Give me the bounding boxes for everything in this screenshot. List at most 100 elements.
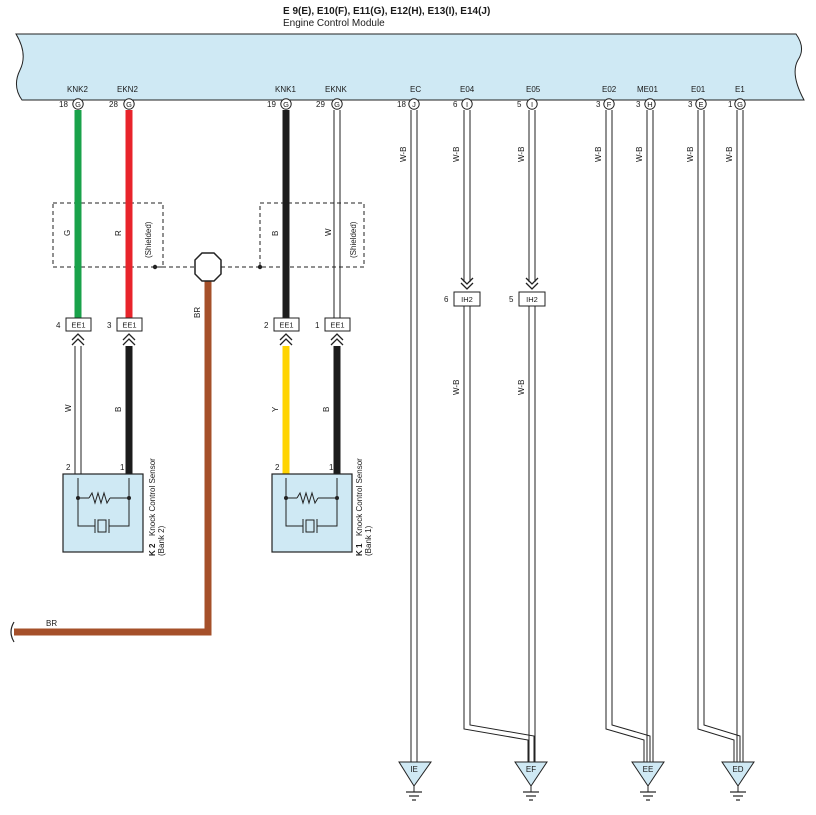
svg-text:J: J [412, 100, 416, 109]
svg-text:W-B: W-B [452, 147, 461, 162]
svg-text:1: 1 [315, 321, 320, 330]
terminal-ec: J [408, 98, 420, 110]
wl-k2-pin1: B [114, 407, 123, 412]
signal-ec: EC [410, 85, 421, 94]
svg-text:G: G [75, 100, 81, 109]
signal-me01: ME01 [637, 85, 658, 94]
svg-text:E: E [698, 100, 703, 109]
ground-wire-labels: W-B W-B W-B W-B W-B W-B W-B W-B W-B [399, 147, 734, 395]
svg-text:IE: IE [410, 765, 418, 774]
signal-e02: E02 [602, 85, 617, 94]
terminal-knk1: G [280, 98, 292, 110]
shield-drain-octagon [194, 252, 222, 282]
connector-ee1-ekn2: EE1 3 [107, 317, 143, 332]
wire-me01 [646, 110, 654, 762]
svg-text:EE1: EE1 [122, 321, 136, 330]
ecm-subtitle: Engine Control Module [283, 18, 385, 29]
wire-e05 [528, 110, 536, 762]
sensor-k2: 2 1 K 2 Knock Control Sensor (Bank 2) [62, 458, 166, 556]
svg-text:G: G [737, 100, 743, 109]
wire-e01 [697, 110, 741, 762]
wire-k2-pin2-white [74, 346, 82, 478]
sensor-k1-bank: (Bank 1) [364, 525, 373, 556]
signal-knk1: KNK1 [275, 85, 296, 94]
pin-knk2: 18 [59, 100, 68, 109]
svg-text:4: 4 [56, 321, 61, 330]
svg-text:W-B: W-B [635, 147, 644, 162]
terminal-e04: I [461, 98, 473, 110]
ee1-chevrons [71, 333, 344, 346]
svg-text:ED: ED [732, 765, 743, 774]
pin-eknk: 29 [316, 100, 325, 109]
wire-shield-br [14, 277, 212, 636]
svg-text:2: 2 [275, 463, 280, 472]
terminal-eknk: G [331, 98, 343, 110]
pin-numbers: 18 28 19 29 18 6 5 3 3 3 1 [59, 100, 733, 109]
ground-ef: EF [514, 761, 548, 801]
signal-e01: E01 [691, 85, 706, 94]
terminal-e05: I [526, 98, 538, 110]
shield-box-bank1 [259, 202, 365, 268]
shield-box-bank2 [52, 202, 164, 268]
wl-k1-pin2: Y [271, 406, 280, 412]
pin-e04: 6 [453, 100, 458, 109]
svg-text:G: G [334, 100, 340, 109]
wire-e1 [736, 110, 744, 762]
ground-ie: IE [398, 761, 432, 801]
upper-wire-labels: G R B W (Shielded) (Shielded) [63, 221, 358, 258]
signal-eknk: EKNK [325, 85, 347, 94]
svg-text:IH2: IH2 [461, 295, 473, 304]
svg-text:1: 1 [120, 463, 125, 472]
svg-text:I: I [531, 100, 533, 109]
svg-text:EE1: EE1 [71, 321, 85, 330]
pin-e02: 3 [596, 100, 601, 109]
wire-e04 [463, 110, 535, 762]
terminal-e02: F [603, 98, 615, 110]
svg-text:EE: EE [643, 765, 654, 774]
wl-k1-pin1: B [322, 407, 331, 412]
wl-shield-bottom: BR [46, 619, 57, 628]
terminal-e01: E [695, 98, 707, 110]
svg-text:EF: EF [526, 765, 536, 774]
svg-text:W-B: W-B [686, 147, 695, 162]
svg-text:W-B: W-B [725, 147, 734, 162]
pin-e1: 1 [728, 100, 733, 109]
svg-text:IH2: IH2 [526, 295, 538, 304]
lower-wire-labels: W B Y B [64, 404, 331, 412]
svg-text:G: G [126, 100, 132, 109]
svg-text:I: I [466, 100, 468, 109]
shield-junction-right [257, 264, 263, 270]
wire-e02 [605, 110, 651, 762]
wire-ec [410, 110, 418, 762]
svg-text:5: 5 [509, 295, 514, 304]
wl-shield: BR [193, 307, 202, 318]
wl-ekn2: R [114, 230, 123, 236]
pin-e01: 3 [688, 100, 693, 109]
ih2-chevrons [460, 277, 539, 290]
sensor-k2-bank: (Bank 2) [157, 525, 166, 556]
connector-ih2-e04: IH2 6 [444, 291, 481, 307]
svg-text:W-B: W-B [517, 147, 526, 162]
svg-text:F: F [607, 100, 612, 109]
shielded-label-bank1: (Shielded) [349, 221, 358, 258]
terminal-e1: G [734, 98, 746, 110]
signal-labels: KNK2 EKN2 KNK1 EKNK EC E04 E05 E02 ME01 … [67, 85, 745, 94]
signal-e04: E04 [460, 85, 475, 94]
pin-ekn2: 28 [109, 100, 118, 109]
svg-text:EE1: EE1 [330, 321, 344, 330]
svg-text:6: 6 [444, 295, 449, 304]
svg-text:W-B: W-B [399, 147, 408, 162]
shield-junction-left [152, 264, 158, 270]
shielded-label-bank2: (Shielded) [144, 221, 153, 258]
svg-text:2: 2 [66, 463, 71, 472]
wire-eknk-white [333, 110, 341, 318]
svg-text:3: 3 [107, 321, 112, 330]
svg-text:2: 2 [264, 321, 269, 330]
sensor-k1: 2 1 K 1 Knock Control Sensor (Bank 1) [271, 458, 373, 556]
wl-knk1: B [271, 231, 280, 236]
svg-text:EE1: EE1 [279, 321, 293, 330]
ground-ee: EE [631, 761, 665, 801]
pin-me01: 3 [636, 100, 641, 109]
wl-knk2: G [63, 230, 72, 236]
